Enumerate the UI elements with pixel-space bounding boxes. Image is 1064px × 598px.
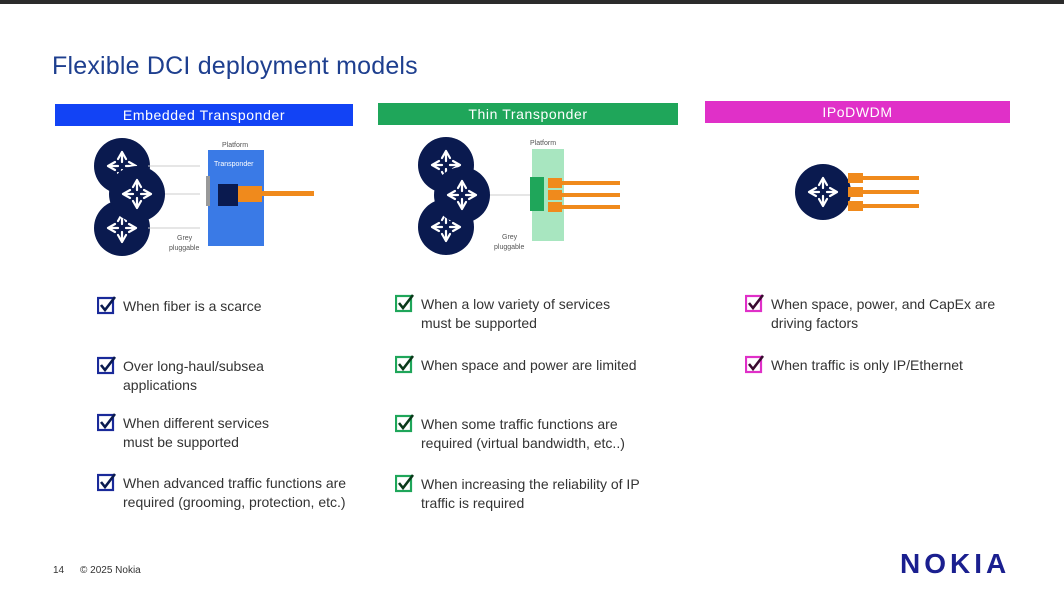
list-item-text: When advanced traffic functions are requ… <box>123 475 347 510</box>
checkbox-checked-icon <box>97 473 117 492</box>
embedded-transponder-diagram: Platform Transponder Grey pluggable <box>92 136 314 258</box>
list-item-text: When fiber is a scarce <box>123 298 262 314</box>
list-item: When traffic is only IP/Ethernet <box>745 355 963 375</box>
router-icon <box>107 164 167 224</box>
checkbox-checked-icon <box>97 296 117 315</box>
router-icon <box>793 162 853 222</box>
list-item-text: When space and power are limited <box>421 357 637 373</box>
list-item: Over long-haul/subsea applications <box>97 356 264 395</box>
list-item-text: Over long-haul/subsea applications <box>123 358 264 393</box>
list-item-text: When different services must be supporte… <box>123 415 270 450</box>
top-border <box>0 0 1064 4</box>
fiber-line <box>863 190 919 194</box>
pluggable-label: pluggable <box>494 244 524 251</box>
checkbox-checked-icon <box>395 414 415 433</box>
fiber-line <box>863 176 919 180</box>
list-item-text: When increasing the reliability of IP tr… <box>421 476 640 511</box>
checkbox-checked-icon <box>395 474 415 493</box>
checkbox-checked-icon <box>745 355 765 374</box>
platform-label: Platform <box>530 140 556 147</box>
list-item-text: When traffic is only IP/Ethernet <box>771 357 963 373</box>
list-item: When increasing the reliability of IP tr… <box>395 474 640 513</box>
pluggable-port <box>218 184 238 206</box>
fiber-line <box>562 205 620 209</box>
fiber-line <box>562 181 620 185</box>
thin-transponder-diagram: Platform Grey pluggable <box>416 135 620 257</box>
checkbox-checked-icon <box>97 413 117 432</box>
platform-label: Platform <box>222 142 248 149</box>
ipodwdm-diagram <box>793 162 919 222</box>
thin-transponder-header: Thin Transponder <box>378 103 678 125</box>
fiber-line <box>262 191 314 196</box>
fiber-line <box>863 204 919 208</box>
page-number: 14 <box>53 565 65 576</box>
checkbox-checked-icon <box>97 356 117 375</box>
grey-label: Grey <box>177 235 193 242</box>
pluggable-label: pluggable <box>169 245 199 252</box>
list-item: When different services must be supporte… <box>97 413 270 452</box>
list-item-text: When some traffic functions are required… <box>421 416 625 451</box>
list-item-text: When space, power, and CapEx are driving… <box>771 296 996 331</box>
checkbox-checked-icon <box>395 355 415 374</box>
checkbox-checked-icon <box>395 294 415 313</box>
list-item: When fiber is a scarce <box>97 296 262 316</box>
list-item: When space, power, and CapEx are driving… <box>745 294 996 333</box>
transponder-label: Transponder <box>214 161 254 168</box>
list-item: When a low variety of services must be s… <box>395 294 611 333</box>
ipodwdm-header: IPoDWDM <box>705 101 1010 123</box>
slide-title: Flexible DCI deployment models <box>52 52 418 80</box>
grey-label: Grey <box>502 234 518 241</box>
embedded-transponder-header: Embedded Transponder <box>55 104 353 126</box>
list-item: When advanced traffic functions are requ… <box>97 473 347 512</box>
nokia-logo: NOKIA <box>900 548 1011 579</box>
list-item-text: When a low variety of services must be s… <box>421 296 611 331</box>
copyright: © 2025 Nokia <box>80 565 141 576</box>
list-item: When space and power are limited <box>395 355 637 375</box>
checkbox-checked-icon <box>745 294 765 313</box>
fiber-line <box>562 193 620 197</box>
router-icon <box>432 165 492 225</box>
list-item: When some traffic functions are required… <box>395 414 625 453</box>
